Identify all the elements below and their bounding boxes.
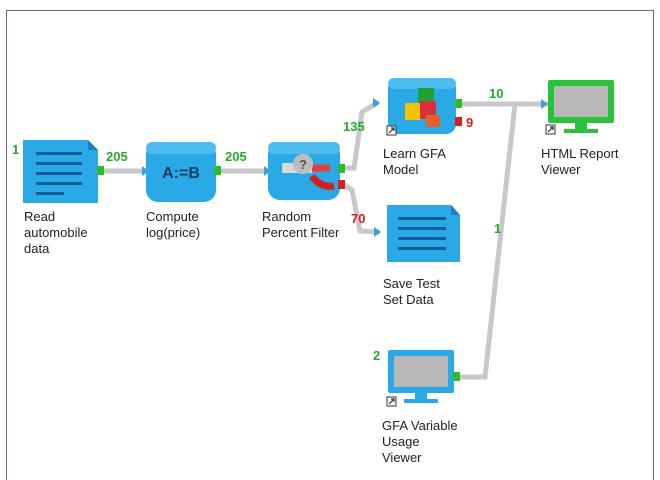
gfa-html-count: 1 bbox=[494, 221, 502, 236]
gfa-output-port[interactable] bbox=[453, 372, 460, 381]
monitor-icon[interactable] bbox=[388, 350, 454, 403]
monitor-icon[interactable] bbox=[548, 80, 614, 133]
arrow-filter-input bbox=[264, 166, 271, 176]
shortcut-icon bbox=[386, 396, 397, 407]
filter-fail-count: 70 bbox=[351, 211, 366, 226]
node-label-learn: Learn GFA Model bbox=[383, 146, 446, 177]
learn-output-port[interactable] bbox=[455, 99, 462, 108]
arrow-heads bbox=[142, 98, 548, 237]
document-icon[interactable] bbox=[387, 205, 460, 262]
compute-filter-count: 205 bbox=[225, 149, 247, 164]
cubes-icon[interactable] bbox=[388, 78, 456, 134]
connector-filter-learn[interactable] bbox=[340, 100, 380, 171]
filter-pass-count: 135 bbox=[343, 119, 365, 134]
learn-error-count: 9 bbox=[466, 115, 474, 130]
read-compute-count: 205 bbox=[106, 149, 128, 164]
node-label-read-data: Read automobile data bbox=[24, 209, 88, 256]
learn-error-port[interactable] bbox=[455, 117, 462, 126]
connectors bbox=[99, 100, 549, 380]
read-output-port[interactable] bbox=[97, 166, 104, 175]
shortcut-icon bbox=[545, 124, 556, 135]
arrow-learn-input bbox=[373, 98, 380, 108]
read-order-count: 1 bbox=[12, 142, 20, 157]
learn-html-count: 10 bbox=[489, 86, 504, 101]
arrow-compute-input bbox=[142, 166, 149, 176]
arrow-save-input bbox=[374, 227, 381, 237]
gfa-order-count: 2 bbox=[373, 348, 381, 363]
filter-pass-port[interactable] bbox=[338, 164, 345, 173]
compute-icon-text: A:=B bbox=[162, 165, 200, 182]
document-icon[interactable] bbox=[23, 140, 98, 203]
node-label-compute: Compute log(price) bbox=[146, 209, 201, 240]
node-label-html-viewer: HTML Report Viewer bbox=[541, 146, 619, 177]
filter-fail-port[interactable] bbox=[338, 180, 345, 189]
workflow-frame bbox=[6, 10, 654, 480]
node-label-save: Save Test Set Data bbox=[383, 276, 440, 307]
node-label-filter: Random Percent Filter bbox=[262, 209, 340, 240]
arrow-html-input bbox=[541, 99, 548, 109]
shortcut-icon bbox=[386, 125, 397, 136]
question-icon: ? bbox=[299, 157, 307, 172]
compute-icon[interactable]: A:=B bbox=[146, 142, 216, 202]
compute-output-port[interactable] bbox=[214, 166, 221, 175]
connector-gfa-html[interactable] bbox=[455, 101, 518, 380]
node-label-gfa-viewer: GFA Variable Usage Viewer bbox=[382, 418, 458, 465]
connector-filter-save[interactable] bbox=[340, 181, 381, 235]
filter-icon[interactable]: ? bbox=[268, 142, 340, 200]
